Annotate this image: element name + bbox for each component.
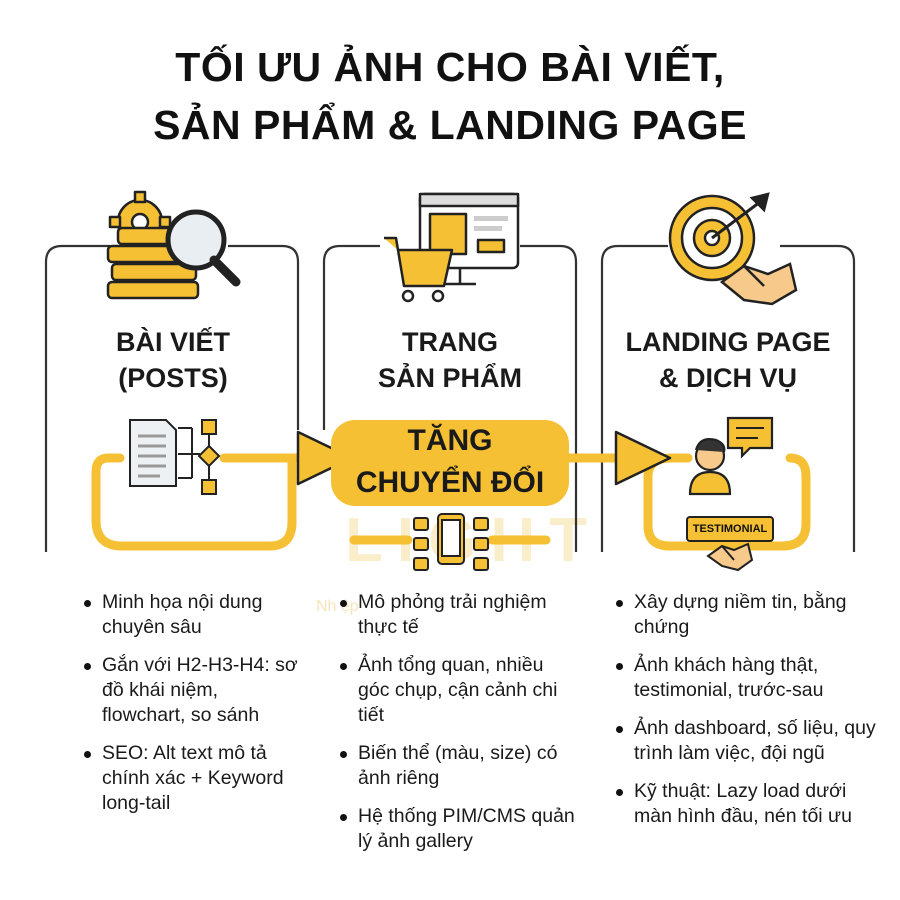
bullet-list-posts: Minh họa nội dung chuyên sâu Gắn với H2-… [82,590,302,829]
column-title-line: TRANG [402,327,498,357]
title-line-2: SẢN PHẨM & LANDING PAGE [153,102,747,148]
column-title-landing: LANDING PAGE & DỊCH VỤ [610,324,846,396]
column-title-line: & DỊCH VỤ [658,363,797,393]
person-speech-icon [688,416,774,496]
frame-product [322,244,578,552]
arrow-right-icon [296,430,354,486]
testimonial-badge: TESTIMONIAL [686,516,774,542]
target-handshake-icon [668,192,798,306]
document-flowchart-icon [129,419,221,495]
list-item: Kỹ thuật: Lazy load dưới màn hình đầu, n… [614,779,884,829]
title-line-1: TỐI ƯU ẢNH CHO BÀI VIẾT, [175,44,725,90]
list-item: Ảnh khách hàng thật, testimonial, trước-… [614,653,884,703]
arrow-right-icon [614,430,672,486]
list-item: SEO: Alt text mô tả chính xác + Keyword … [82,741,302,816]
column-title-line: LANDING PAGE [625,327,831,357]
list-item: Mô phỏng trải nghiệm thực tế [338,590,578,640]
frame-posts [44,244,300,552]
center-label-line: TĂNG [407,424,493,457]
bullet-list-landing: Xây dựng niềm tin, bằng chứng Ảnh khách … [614,590,884,842]
list-item: Gắn với H2-H3-H4: sơ đồ khái niệm, flowc… [82,653,302,728]
list-item: Xây dựng niềm tin, bằng chứng [614,590,884,640]
list-item: Ảnh tổng quan, nhiều góc chụp, cận cảnh … [338,653,578,728]
column-title-line: SẢN PHẨM [377,363,522,393]
center-label: TĂNG CHUYỂN ĐỔI [331,420,569,504]
column-title-line: (POSTS) [118,363,228,393]
frame-landing [600,244,856,552]
list-item: Hệ thống PIM/CMS quản lý ảnh gallery [338,804,578,854]
page-title: TỐI ƯU ẢNH CHO BÀI VIẾT, SẢN PHẨM & LAND… [0,38,900,154]
column-title-posts: BÀI VIẾT (POSTS) [60,324,286,396]
list-item: Minh họa nội dung chuyên sâu [82,590,302,640]
shopping-cart-monitor-icon [384,192,520,303]
watermark-tagline: Nh ệp [316,598,359,615]
list-item: Biến thể (màu, size) có ảnh riêng [338,741,578,791]
column-title-product: TRANG SẢN PHẨM [336,324,564,396]
center-pill [331,420,569,506]
phone-gallery-icon [413,513,489,571]
center-label-line: CHUYỂN ĐỔI [355,466,545,499]
gear-books-magnifier-icon [106,190,241,300]
bullet-list-product: Mô phỏng trải nghiệm thực tế Ảnh tổng qu… [338,590,578,867]
handshake-icon [706,542,754,572]
list-item: Ảnh dashboard, số liệu, quy trình làm vi… [614,716,884,766]
column-title-line: BÀI VIẾT [115,327,230,357]
